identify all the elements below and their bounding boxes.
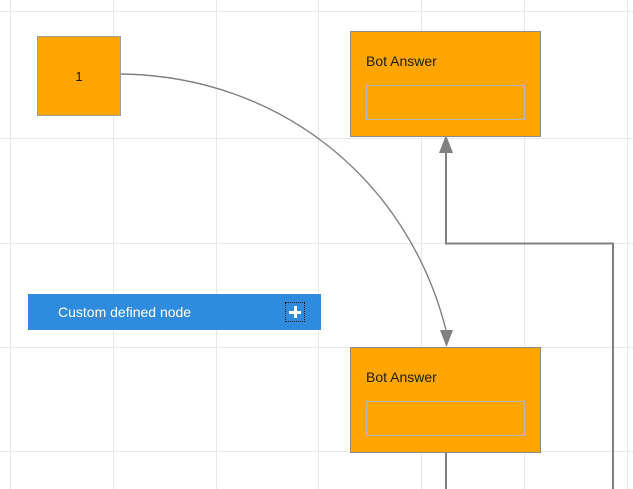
node-custom-defined[interactable]: Custom defined node: [28, 294, 321, 330]
node-bot-answer-1[interactable]: Bot Answer: [350, 31, 541, 137]
node-bot-answer-2-title: Bot Answer: [366, 369, 437, 385]
node-start-label: 1: [75, 68, 83, 84]
node-start[interactable]: 1: [37, 36, 121, 116]
node-custom-defined-label: Custom defined node: [58, 304, 192, 320]
node-bot-answer-1-slot[interactable]: [366, 85, 525, 120]
plus-icon[interactable]: [285, 302, 305, 322]
node-bot-answer-2-slot[interactable]: [366, 401, 525, 436]
node-bot-answer-2[interactable]: Bot Answer: [350, 347, 541, 453]
node-bot-answer-1-title: Bot Answer: [366, 53, 437, 69]
